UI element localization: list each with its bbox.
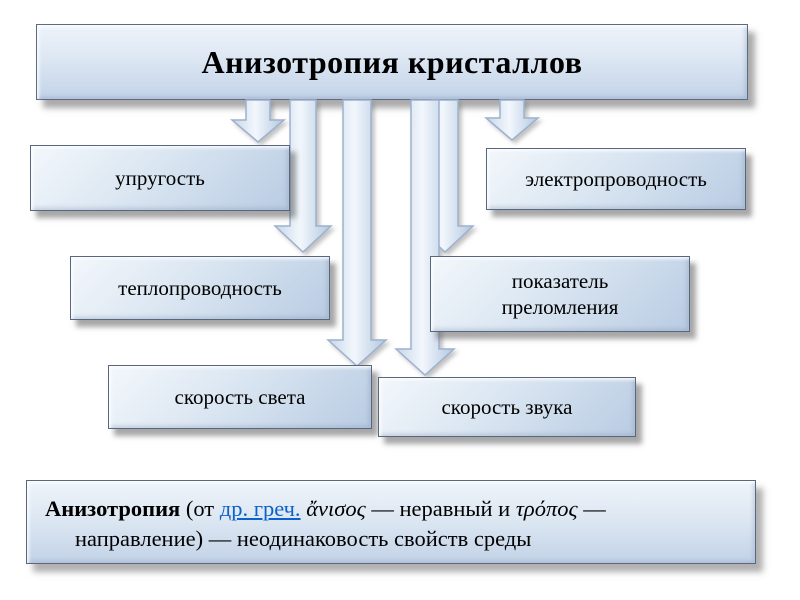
definition-greek-tropos: τρόπος — [515, 496, 578, 521]
box-thermal-conductivity: теплопроводность — [70, 256, 330, 320]
box-speed-of-sound-label: скорость звука — [441, 394, 573, 419]
box-speed-of-light-label: скорость света — [174, 384, 306, 409]
box-thermal-conductivity-label: теплопроводность — [118, 275, 282, 300]
box-refractive-index-label: показатель преломления — [501, 268, 619, 319]
definition-box: Анизотропия (от др. греч. ἄνισος — нерав… — [26, 480, 756, 564]
box-electrical-conductivity-label: электропроводность — [525, 166, 707, 191]
arrow-to-speed-of-sound-icon — [394, 99, 456, 377]
arrow-to-electrical-conductivity-icon — [483, 99, 541, 141]
definition-mid: — неравный и — [365, 496, 516, 521]
arrow-to-elasticity-icon — [229, 99, 287, 143]
arrow-to-speed-of-light-icon — [326, 99, 388, 368]
arrow-to-refractive-index-icon — [415, 99, 475, 254]
box-speed-of-sound: скорость звука — [378, 377, 636, 437]
definition-greek-anisos: ἄνισος — [300, 496, 366, 521]
greek-source-link[interactable]: др. греч. — [219, 496, 301, 521]
definition-tail: — направление) — неодинаковость свойств … — [75, 496, 606, 551]
title-box: Анизотропия кристаллов — [36, 24, 748, 100]
box-elasticity-label: упругость — [115, 165, 205, 190]
box-speed-of-light: скорость света — [108, 365, 372, 429]
box-refractive-index: показатель преломления — [430, 256, 690, 332]
slide-title: Анизотропия кристаллов — [201, 43, 583, 80]
box-electrical-conductivity: электропроводность — [486, 148, 746, 210]
box-elasticity: упругость — [30, 145, 290, 211]
definition-pre: (от — [180, 496, 220, 521]
definition-term: Анизотропия — [45, 496, 181, 521]
